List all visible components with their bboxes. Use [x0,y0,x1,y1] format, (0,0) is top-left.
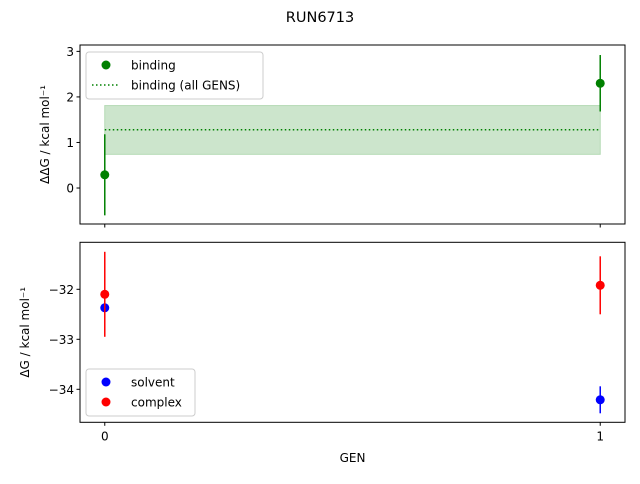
legend-label: solvent [131,376,175,390]
legend-point-marker [101,60,111,70]
x-tick-label: 1 [596,429,604,443]
figure-title: RUN6713 [286,10,354,26]
binding-point [100,170,110,180]
legend-box [85,51,264,100]
y-tick-label: −32 [49,283,74,297]
y-tick-label: 2 [66,90,74,104]
legend-label: binding [131,59,176,73]
x-axis-label: GEN [340,451,366,465]
y-tick-label: 3 [66,45,74,59]
y-axis-label: ΔG / kcal mol⁻¹ [18,287,32,378]
legend-point-marker [101,397,111,407]
y-axis-label: ΔΔG / kcal mol⁻¹ [38,85,52,184]
solvent-point [595,395,605,405]
y-tick-label: 1 [66,136,74,150]
legend-box [85,368,196,417]
y-tick-label: 0 [66,182,74,196]
bottom-axes: −32 −33 −34 0 1 ΔG / kcal mol⁻¹ GEN solvent comp… [18,241,626,465]
y-tick-label: −34 [49,383,74,397]
legend-point-marker [101,377,111,387]
x-tick-label: 0 [101,429,109,443]
y-tick-label: −33 [49,333,74,347]
legend-label: complex [131,396,182,410]
legend-label: binding (all GENS) [131,79,240,93]
axes-frame [79,241,626,423]
axes-frame [79,44,626,225]
complex-point [100,289,110,299]
binding-point [595,78,605,88]
complex-point [595,280,605,290]
